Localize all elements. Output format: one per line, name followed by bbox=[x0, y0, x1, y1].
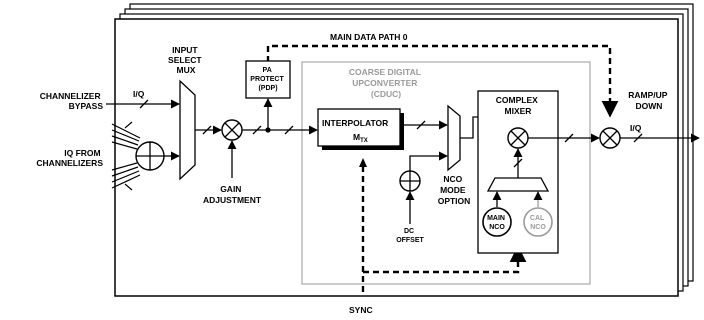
nco-mode-mux bbox=[447, 104, 461, 172]
cduc-label: COARSE DIGITAL UPCONVERTER (CDUC) bbox=[349, 67, 423, 99]
ramp-multiplier bbox=[599, 127, 621, 149]
main-datapath-frame bbox=[114, 18, 679, 297]
cduc-block bbox=[301, 61, 591, 285]
m-tx-label: MTX bbox=[353, 132, 368, 144]
nco-bus-slash bbox=[513, 158, 523, 168]
gain-multiplier bbox=[221, 119, 243, 141]
main-nco: MAIN NCO bbox=[482, 207, 512, 237]
input-select-mux bbox=[179, 79, 196, 181]
gain-bus-slash-2 bbox=[284, 125, 294, 135]
svg-text:MAIN NCO: MAIN NCO bbox=[487, 215, 507, 231]
sync-arrowhead bbox=[359, 158, 367, 167]
interp-bus-slash bbox=[416, 120, 426, 130]
dc-to-mux-line bbox=[409, 151, 448, 171]
complex-mixer-label: COMPLEX MIXER bbox=[496, 95, 540, 116]
gain-bus-slash-1 bbox=[252, 125, 262, 135]
interpolator-block bbox=[317, 108, 401, 147]
mux-bus-slash bbox=[202, 125, 212, 135]
sync-to-nco-path bbox=[363, 245, 527, 274]
dc-offset-summer bbox=[399, 170, 421, 192]
input-select-mux-label: INPUT SELECT MUX bbox=[168, 45, 204, 75]
interpolator-label: INTERPOLATOR bbox=[322, 118, 388, 128]
bypass-iq-label: I/Q bbox=[133, 89, 145, 99]
svg-text:CAL NCO: CAL NCO bbox=[530, 215, 546, 231]
nco-mode-option-label: NCO MODE OPTION bbox=[438, 174, 471, 206]
sync-label: SYNC bbox=[349, 305, 373, 315]
main-data-path-label: MAIN DATA PATH 0 bbox=[330, 32, 408, 42]
dc-offset-label: DC OFFSET bbox=[396, 228, 424, 244]
ramp-up-down-label: RAMP/UP DOWN bbox=[628, 90, 669, 111]
output-bus-slash bbox=[633, 133, 643, 143]
nco-select-mux bbox=[486, 177, 550, 192]
output-iq-label: I/Q bbox=[630, 123, 642, 133]
bypass-bus-slash bbox=[139, 99, 149, 109]
pa-protect-label: PA PROTECT (PDP) bbox=[250, 67, 285, 92]
mixer-bus-slash bbox=[564, 133, 574, 143]
cal-nco: CAL NCO bbox=[523, 207, 553, 237]
channelizer-input-bundle bbox=[111, 121, 141, 191]
iq-from-channelizers-label: IQ FROM CHANNELIZERS bbox=[36, 148, 103, 168]
channelizer-bypass-label: CHANNELIZER BYPASS bbox=[40, 91, 104, 111]
gain-adjustment-label: GAIN ADJUSTMENT bbox=[203, 184, 262, 205]
pa-protect-block bbox=[245, 60, 291, 99]
channelizer-summer bbox=[135, 141, 165, 171]
complex-mixer-multiplier bbox=[507, 127, 529, 149]
